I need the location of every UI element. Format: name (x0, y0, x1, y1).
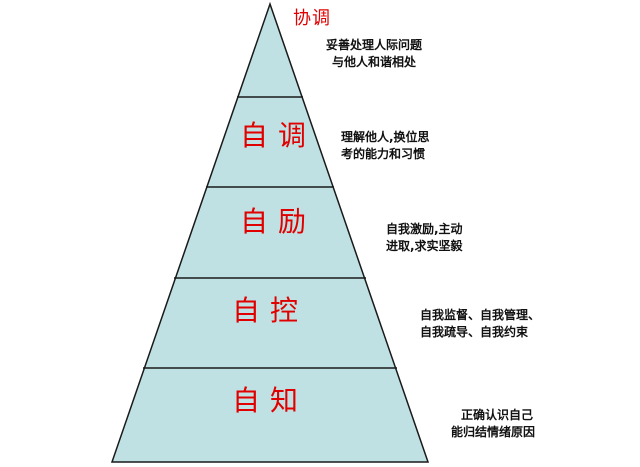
level-description-line: 能归结情绪原因 (451, 425, 536, 439)
level-label-zikong: 自控 (232, 294, 309, 327)
level-description-line: 自我激励,主动 (386, 222, 463, 236)
level-description-line: 正确认识自己 (461, 408, 534, 422)
level-label-zizhi: 自知 (232, 384, 309, 417)
level-description-line: 理解他人,换位思 (341, 130, 430, 144)
level-description-zizhi: 正确认识自己 能归结情绪原因 (451, 407, 535, 441)
level-description-line: 妥善处理人际问题 (326, 38, 423, 52)
level-description-zikong: 自我监督、自我管理、 自我疏导、自我约束 (420, 307, 540, 341)
level-label-zili: 自励 (240, 205, 317, 238)
level-description-line: 与他人和谐相处 (332, 55, 417, 69)
level-description-xietiao: 妥善处理人际问题 与他人和谐相处 (326, 37, 422, 71)
pyramid-body (110, 1, 430, 463)
level-description-zili: 自我激励,主动 进取,求实坚毅 (386, 221, 463, 255)
level-description-zitiao: 理解他人,换位思 考的能力和习惯 (341, 129, 430, 163)
level-description-line: 进取,求实坚毅 (386, 239, 463, 253)
level-description-line: 自我监督、自我管理、 (420, 308, 541, 322)
level-description-line: 考的能力和习惯 (341, 147, 426, 161)
level-label-zitiao: 自调 (240, 119, 317, 152)
level-label-xietiao: 协调 (293, 8, 331, 29)
level-description-line: 自我疏导、自我约束 (420, 325, 529, 339)
